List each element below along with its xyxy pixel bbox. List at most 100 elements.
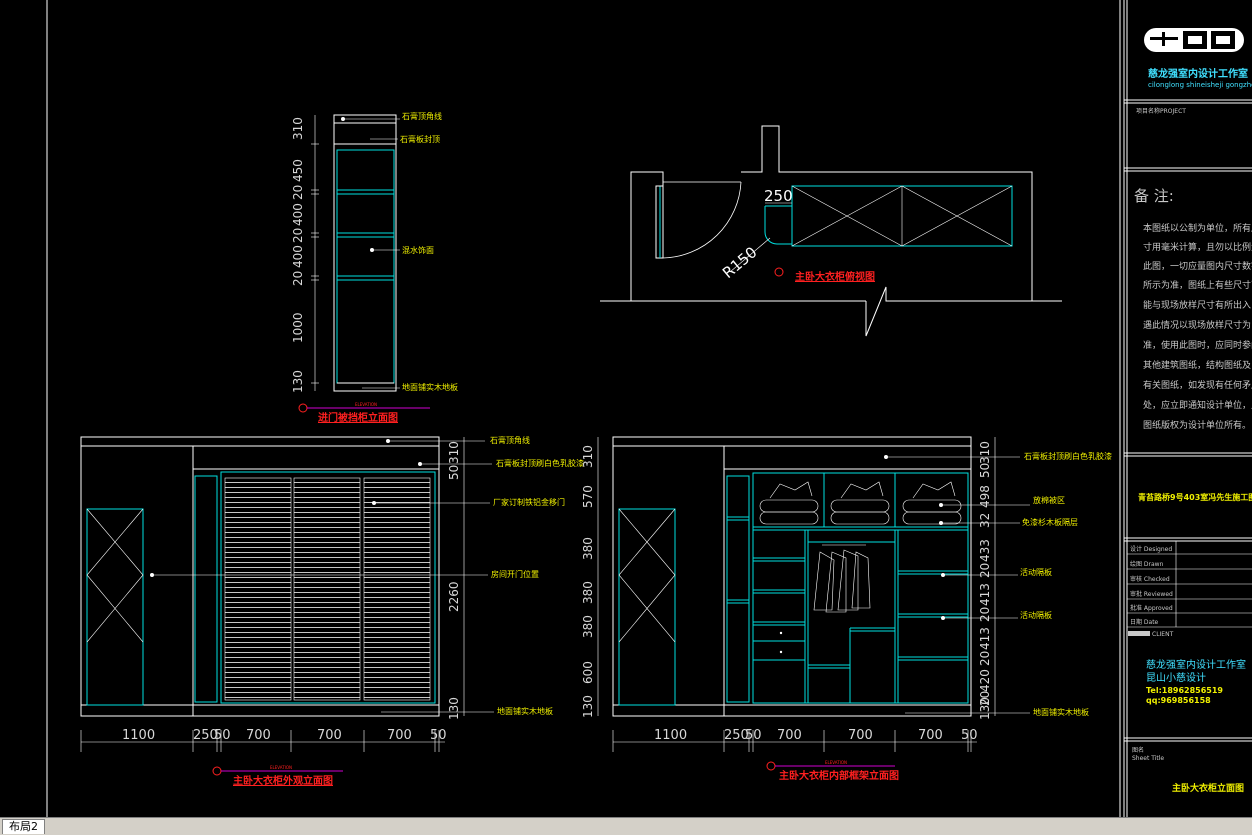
ext-hdim-50: 50 [214,728,231,743]
side-title: 进门被挡柜立面图 [318,411,398,424]
ext-hdim-50b: 50 [430,728,447,743]
remark-line-7: 准，使用此图时，应同时参阅 [1143,339,1252,351]
ext-label-ceiling: 石膏板封顶刷白色乳胶漆 [496,458,584,468]
layout-tab-bar: 布局2 [0,817,1252,835]
project-name: 青苔路桥9号403室冯先生施工图 [1138,492,1252,502]
ext-label-cornice: 石膏顶角线 [490,435,530,445]
side-dim-20c: 20 [291,271,305,286]
int-vdim-right-20c: 20 [978,651,992,666]
int-vdim-left-380b: 380 [581,581,595,604]
plan-dim-250: 250 [764,187,793,205]
side-label-ceiling: 石膏板封顶 [400,134,440,144]
side-label-finish: 混水饰面 [402,245,434,255]
side-dim-400: 400 [291,203,305,226]
int-title: 主卧大衣柜内部框架立面图 [779,769,899,782]
studio-pinyin: cilonglong shineisheji gongzhoushi [1148,81,1252,89]
contact-name: 慈龙强室内设计工作室 [1146,658,1246,671]
ext-hdim-250: 250 [193,728,218,743]
remark-line-4: 所示为准，图纸上有些尺寸可 [1143,279,1252,291]
side-dim-20b: 20 [291,228,305,243]
int-vdim-right-413b: 413 [978,627,992,650]
ext-hdim-700a: 700 [246,728,271,743]
int-hdim-250: 250 [724,728,749,743]
int-vdim-right-310: 310 [978,441,992,464]
remark-line-8: 其他建筑图纸，结构图纸及 [1143,359,1251,371]
side-dim-130: 130 [291,370,305,393]
sign-row-approved: 批准 Approved [1130,604,1173,612]
sheet-title: 主卧大衣柜立面图 [1172,782,1244,794]
ext-label-opening: 房间开门位置 [491,569,539,579]
int-title-marker [766,761,776,771]
int-label-movable-b: 活动隔板 [1020,610,1052,620]
plan-title: 主卧大衣柜俯视图 [795,270,875,283]
int-label-movable-a: 活动隔板 [1020,567,1052,577]
remarks-heading: 备 注: [1134,187,1174,205]
int-label-quilt: 放棉被区 [1033,495,1065,505]
contact-sub: 昆山小慈设计 [1146,671,1206,684]
plan-view: 250 R150 主卧大衣柜俯视图 [600,125,1062,337]
remark-line-10: 处，应立即通知设计单位，此 [1143,399,1252,411]
sign-row-reviewed: 审批 Reviewed [1130,590,1173,598]
int-vdim-right-413a: 413 [978,583,992,606]
plan-dim-r150: R150 [719,243,760,282]
ext-title: 主卧大衣柜外观立面图 [233,774,333,787]
int-label-ceiling: 石膏板封顶刷白色乳胶漆 [1024,451,1112,461]
int-vdim-right-420: 420 [978,669,992,692]
remark-line-2: 寸用毫米计算，且勿以比例量 [1143,241,1252,253]
ext-label-floor: 地面铺实木地板 [497,706,553,716]
int-hdim-700c: 700 [918,728,943,743]
remark-line-5: 能与现场放样尺寸有所出入， [1143,299,1252,311]
int-vdim-left-600: 600 [581,661,595,684]
side-tag: ELEVATION [355,402,377,407]
project-label: 项目名称PROJECT [1136,107,1186,115]
int-vdim-right-498: 498 [978,485,992,508]
side-label-cornice: 石膏顶角线 [402,111,442,121]
hanging-clothes [813,544,871,613]
ext-vdim-310: 310 [447,441,461,464]
ext-tag: ELEVATION [270,765,292,770]
remark-line-3: 此图，一切应量图内尺寸数字 [1143,260,1252,272]
sign-row-drawn: 绘图 Drawn [1130,560,1164,568]
studio-logo [1144,28,1244,52]
side-title-marker [298,403,308,413]
int-vdim-left-310: 310 [581,445,595,468]
title-block: 慈龙强室内设计工作室 cilonglong shineisheji gongzh… [1123,0,1252,817]
remark-line-11: 图纸版权为设计单位所有。 [1143,419,1251,431]
int-vdim-right-32: 32 [978,513,992,528]
int-label-shelf: 免漆杉木板隔层 [1022,517,1078,527]
int-vdim-right-20a: 20 [978,563,992,578]
studio-name: 慈龙强室内设计工作室 [1148,67,1248,80]
side-elevation: 310 450 20 400 20 400 20 1000 130 石膏顶角线 … [291,111,458,424]
side-dim-400b: 400 [291,245,305,268]
ext-vdim-130: 130 [447,697,461,720]
contact-tel: Tel:18962856519 [1146,686,1223,695]
ext-label-door: 厂家订制铁铝金移门 [493,497,565,507]
int-vdim-right-20b: 20 [978,607,992,622]
int-vdim-right-50: 50 [978,463,992,478]
sheet-sub: Sheet Title [1132,755,1164,762]
int-vdim-left-380c: 380 [581,615,595,638]
ext-hdim-1100: 1100 [122,728,155,743]
sheet-label: 图名 [1132,746,1144,754]
int-vdim-left-570: 570 [581,485,595,508]
int-hdim-1100: 1100 [654,728,687,743]
remark-line-9: 有关图纸，如发现有任何矛盾 [1143,379,1252,391]
cad-drawing-canvas[interactable]: 310 450 20 400 20 400 20 1000 130 石膏顶角线 … [0,0,1252,817]
int-hdim-50b: 50 [961,728,978,743]
side-dim-20: 20 [291,185,305,200]
interior-elevation: 石膏板封顶刷白色乳胶漆 放棉被区 免漆杉木板隔层 活动隔板 活动隔板 地面铺实木… [581,436,1112,782]
layout-tab[interactable]: 布局2 [2,819,45,834]
int-label-floor: 地面铺实木地板 [1033,707,1089,717]
int-hdim-700b: 700 [848,728,873,743]
side-dim-1000: 1000 [291,312,305,343]
side-dim-310: 310 [291,117,305,140]
int-vdim-right-130: 130 [978,697,992,720]
ext-vdim-2260: 2260 [447,581,461,612]
side-dim-450: 450 [291,159,305,182]
quilt-stacks [759,481,962,525]
ext-hdim-700b: 700 [317,728,342,743]
plan-title-marker [774,267,784,277]
side-label-floor: 地面铺实木地板 [402,382,458,392]
sign-row-checked: 审核 Checked [1130,575,1170,583]
client-label: CLIENT [1152,631,1174,638]
